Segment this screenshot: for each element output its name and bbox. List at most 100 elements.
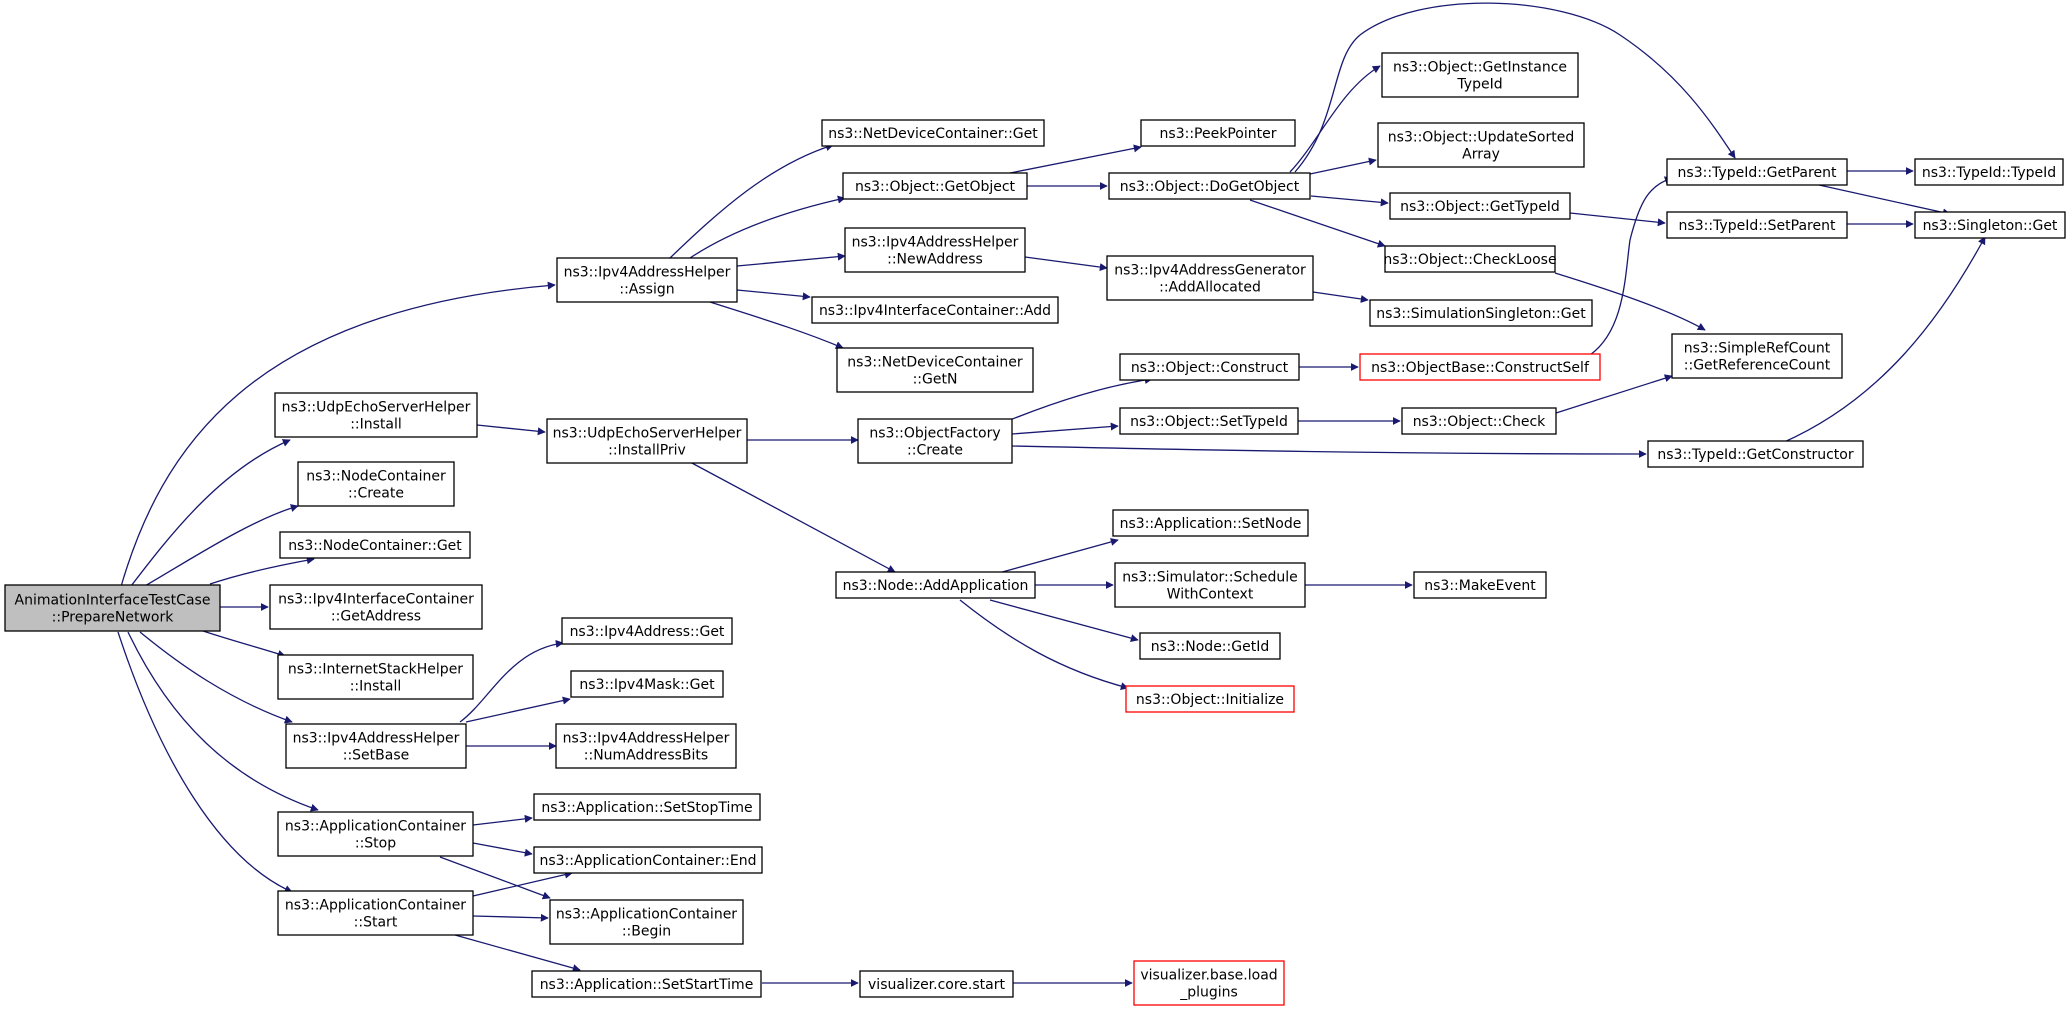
node-ipv4mask-get[interactable]: ns3::Ipv4Mask::Get (570, 670, 724, 698)
node-box (1914, 158, 2064, 186)
node-box (1114, 562, 1306, 608)
node-typeid-getconstructor[interactable]: ns3::TypeId::GetConstructor (1647, 440, 1864, 468)
node-label: ns3::Object::GetObject (855, 179, 1016, 195)
node-udpesh-install[interactable]: ns3::UdpEchoServerHelper::Install (274, 392, 478, 438)
node-ipv4ag-addallocated[interactable]: ns3::Ipv4AddressGenerator::AddAllocated (1106, 255, 1314, 301)
node-box (277, 654, 474, 700)
node-label: ::InstallPriv (608, 443, 686, 459)
edge-start-to-setstarttime (454, 934, 581, 972)
node-box (1666, 211, 1848, 239)
node-label: ns3::UdpEchoServerHelper (282, 400, 471, 416)
edge-addapp-to-initialize (959, 599, 1129, 691)
node-box (857, 418, 1013, 464)
node-objbase-constructself[interactable]: ns3::ObjectBase::ConstructSelf (1359, 353, 1601, 381)
node-label: ::Begin (622, 924, 671, 940)
node-singleton-get[interactable]: ns3::Singleton::Get (1914, 211, 2066, 239)
node-ipv4ah-newaddress[interactable]: ns3::Ipv4AddressHelper::NewAddress (844, 227, 1026, 273)
edge-dogetobject-to-gettypeid (1310, 195, 1389, 207)
node-box (1381, 52, 1579, 98)
node-obj-getobject[interactable]: ns3::Object::GetObject (842, 172, 1028, 200)
node-simsingleton-get[interactable]: ns3::SimulationSingleton::Get (1369, 299, 1593, 327)
node-box (533, 846, 763, 874)
node-obj-dogetobject[interactable]: ns3::Object::DoGetObject (1108, 172, 1311, 200)
node-box (1359, 353, 1601, 381)
node-udpesh-installpriv[interactable]: ns3::UdpEchoServerHelper::InstallPriv (546, 418, 748, 464)
node-box (279, 531, 471, 559)
edge-stop-to-setstoptime (472, 814, 533, 826)
node-label: ns3::NodeContainer::Get (288, 538, 462, 554)
node-ish-install[interactable]: ns3::InternetStackHelper::Install (277, 654, 474, 700)
node-simplerefcount-getrefcount[interactable]: ns3::SimpleRefCount::GetReferenceCount (1671, 333, 1843, 379)
node-objfactory-create[interactable]: ns3::ObjectFactory::Create (857, 418, 1013, 464)
node-viz-base-loadplugins[interactable]: visualizer.base.load_plugins (1133, 960, 1285, 1006)
node-label: ns3::NetDeviceContainer::Get (828, 126, 1038, 142)
node-app-setnode[interactable]: ns3::Application::SetNode (1112, 509, 1309, 537)
edge-addapp-to-setnode (994, 538, 1119, 575)
node-typeid-getparent[interactable]: ns3::TypeId::GetParent (1666, 158, 1848, 186)
node-ac-start[interactable]: ns3::ApplicationContainer::Start (277, 890, 474, 936)
node-app-setstarttime[interactable]: ns3::Application::SetStartTime (531, 970, 762, 998)
node-obj-settypeid[interactable]: ns3::Object::SetTypeId (1119, 407, 1299, 435)
node-box (1384, 245, 1556, 273)
node-ipv4ic-add[interactable]: ns3::Ipv4InterfaceContainer::Add (811, 296, 1059, 324)
node-label: ::NumAddressBits (584, 748, 708, 764)
node-ipv4ah-assign[interactable]: ns3::Ipv4AddressHelper::Assign (556, 257, 738, 303)
node-label: ns3::ApplicationContainer (285, 898, 466, 914)
node-ipv4ic-getaddress[interactable]: ns3::Ipv4InterfaceContainer::GetAddress (269, 584, 483, 630)
node-label: ns3::TypeId::SetParent (1679, 218, 1836, 234)
edge-setbase-to-ipv4mask-get (465, 696, 571, 723)
node-nc-create[interactable]: ns3::NodeContainer::Create (297, 461, 455, 507)
node-typeid-setparent[interactable]: ns3::TypeId::SetParent (1666, 211, 1848, 239)
node-label: ::Start (354, 915, 398, 931)
node-label: ns3::PeekPointer (1160, 126, 1277, 142)
node-label: ns3::Object::GetInstance (1393, 60, 1567, 76)
node-label: visualizer.core.start (868, 977, 1005, 993)
node-obj-construct[interactable]: ns3::Object::Construct (1119, 353, 1300, 381)
node-label: _plugins (1179, 985, 1238, 1001)
node-ndc-getn[interactable]: ns3::NetDeviceContainer::GetN (836, 347, 1034, 393)
edge-udpinstall-to-installpriv (476, 424, 546, 436)
node-makeevent[interactable]: ns3::MakeEvent (1413, 571, 1547, 599)
node-typeid-typeid[interactable]: ns3::TypeId::TypeId (1914, 158, 2064, 186)
node-label: ns3::ApplicationContainer::End (540, 853, 757, 869)
node-label: ::PrepareNetwork (52, 610, 175, 626)
node-label: ns3::Object::CheckLoose (1383, 252, 1556, 268)
node-viz-core-start[interactable]: visualizer.core.start (859, 970, 1014, 998)
node-box (549, 899, 744, 945)
node-label: ::GetAddress (331, 609, 421, 625)
node-node-addapplication[interactable]: ns3::Node::AddApplication (835, 571, 1036, 599)
node-ipv4ah-numaddressbits[interactable]: ns3::Ipv4AddressHelper::NumAddressBits (555, 723, 737, 769)
node-ac-stop[interactable]: ns3::ApplicationContainer::Stop (277, 811, 474, 857)
node-root[interactable]: AnimationInterfaceTestCase::PrepareNetwo… (4, 584, 221, 632)
nodes: AnimationInterfaceTestCase::PrepareNetwo… (4, 52, 2066, 1006)
node-label: ::SetBase (343, 748, 410, 764)
edge-root-to-nc-create (137, 504, 299, 591)
node-ipv4addr-get[interactable]: ns3::Ipv4Address::Get (561, 617, 733, 645)
node-node-getid[interactable]: ns3::Node::GetId (1139, 632, 1281, 660)
edge-addallocated-to-simsingleton (1312, 291, 1369, 303)
node-label: ns3::ObjectFactory (869, 426, 1000, 442)
node-label: ns3::Ipv4AddressHelper (563, 731, 730, 747)
node-box (285, 723, 467, 769)
node-ac-end[interactable]: ns3::ApplicationContainer::End (533, 846, 763, 874)
edge-getconstructor-to-singleton (1781, 236, 1986, 444)
edge-root-to-ipv4ah-assign (119, 281, 556, 591)
node-ac-begin[interactable]: ns3::ApplicationContainer::Begin (549, 899, 744, 945)
node-app-setstoptime[interactable]: ns3::Application::SetStopTime (533, 793, 761, 821)
node-nc-get[interactable]: ns3::NodeContainer::Get (279, 531, 471, 559)
edge-root-to-ac-stop (127, 631, 319, 812)
node-box (1671, 333, 1843, 379)
node-ndc-get[interactable]: ns3::NetDeviceContainer::Get (821, 119, 1045, 147)
node-peekpointer[interactable]: ns3::PeekPointer (1140, 119, 1296, 147)
node-obj-gettypeid[interactable]: ns3::Object::GetTypeId (1389, 192, 1571, 220)
node-obj-check[interactable]: ns3::Object::Check (1401, 407, 1557, 435)
node-box (277, 811, 474, 857)
node-obj-initialize[interactable]: ns3::Object::Initialize (1125, 685, 1295, 713)
node-ipv4ah-setbase[interactable]: ns3::Ipv4AddressHelper::SetBase (285, 723, 467, 769)
edge-root-to-nc-get (209, 556, 315, 585)
edge-root-to-ish-install (199, 629, 286, 658)
node-obj-checkloose[interactable]: ns3::Object::CheckLoose (1383, 245, 1557, 273)
